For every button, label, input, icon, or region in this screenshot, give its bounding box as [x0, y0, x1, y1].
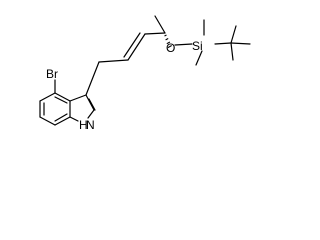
bond-tbu-me2 [230, 42, 251, 45]
bond-c2-n1 [87, 109, 95, 119]
bond-tbu-me1 [230, 25, 237, 44]
bond-c3-c2 [85, 94, 95, 111]
bond-si-methyl-bottom [195, 50, 203, 66]
bromine-label: Br [46, 67, 58, 81]
bond-si-tbu [214, 42, 232, 45]
bond-ch-ch-double [127, 33, 146, 61]
hashed-wedge-bond [164, 34, 172, 49]
bond-ch2-ch [98, 59, 129, 63]
silicon-label: Si [192, 39, 203, 53]
bond-c7-c7a [54, 116, 71, 126]
silyl-groups [195, 19, 251, 66]
bond-o-si [174, 43, 193, 46]
nitrogen-hydrogen-label: H [79, 118, 88, 132]
chemical-structure: Br O Si N H [39, 15, 251, 132]
oxygen-label: O [166, 41, 175, 55]
nitrogen-label: N [86, 118, 95, 132]
bond-n1-c7a [69, 116, 79, 122]
bond-c3a-c3 [69, 94, 87, 102]
bond-c4-c5 [39, 92, 56, 102]
bond-ch-chiral [144, 32, 166, 35]
bond-chiral-methyl [154, 15, 166, 34]
side-chain [85, 15, 166, 96]
bond-c3-ch2 [85, 61, 100, 96]
bond-ch-ch-double-inner [123, 32, 141, 58]
bond-c3a-c4-inner [54, 96, 68, 104]
indole-benzene-ring [39, 92, 71, 126]
indole-pyrrole-ring [69, 94, 96, 122]
bond-c3a-c4 [54, 92, 71, 102]
bond-tbu-me3 [230, 42, 234, 61]
bond-c6-c7 [39, 116, 56, 126]
bond-c7-c7a-inner [54, 113, 68, 122]
bond-c3-c2-inner [88, 98, 96, 111]
